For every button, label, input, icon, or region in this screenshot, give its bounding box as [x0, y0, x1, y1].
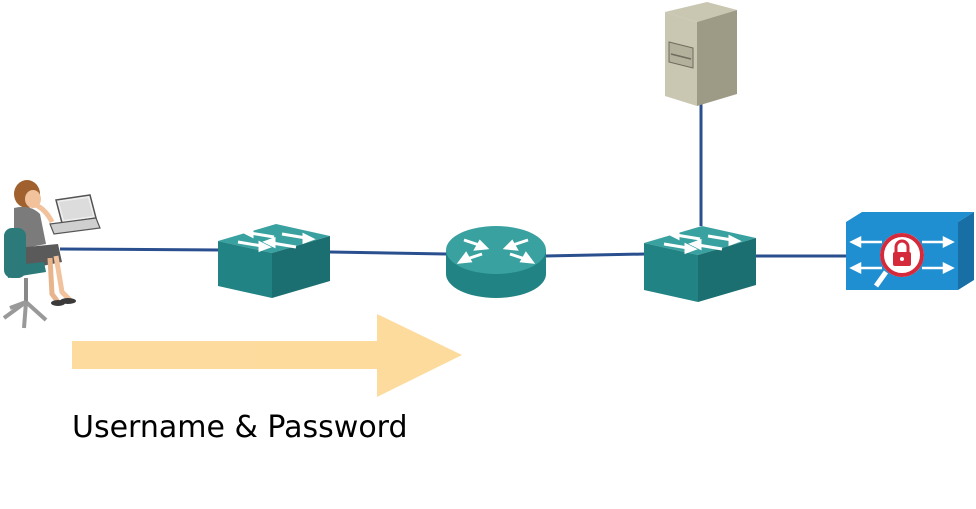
- security-appliance-icon: [846, 212, 974, 290]
- link-switch1-router: [329, 250, 447, 256]
- switch-icon: [644, 226, 756, 302]
- link-router-switch2: [544, 252, 646, 258]
- link-user-switch1: [59, 247, 223, 252]
- user-at-laptop-icon: [2, 180, 101, 329]
- flow-caption: Username & Password: [72, 410, 408, 445]
- links: [59, 104, 852, 258]
- switch-icon: [218, 224, 330, 298]
- server-icon: [665, 2, 737, 106]
- router-icon: [446, 226, 546, 298]
- flow-arrow-icon: [72, 314, 462, 397]
